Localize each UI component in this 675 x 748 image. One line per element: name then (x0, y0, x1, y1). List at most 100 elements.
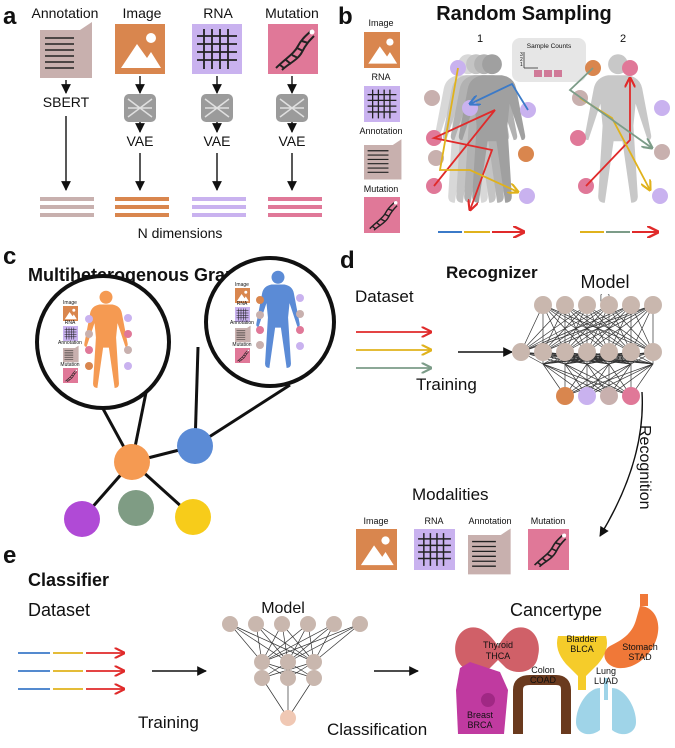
classifier-edge (261, 623, 335, 663)
classifier-node (280, 670, 296, 686)
graph-nodes (64, 428, 213, 537)
encoder-vae-mutation: VAE (279, 133, 306, 149)
rec-rna-icon (413, 528, 456, 571)
cancer-name-bladder: Bladder (566, 634, 597, 644)
cancer-code-stomach: STAD (628, 652, 652, 662)
inset-tick-1: 1 (520, 62, 523, 68)
figure-number-2: 2 (620, 33, 626, 45)
figure-number-1: 1 (477, 33, 483, 45)
embedding-image (115, 197, 169, 217)
graph-node-yellow (175, 499, 211, 535)
mini-label-rna: RNA (65, 320, 76, 326)
legend-rna-icon (363, 85, 401, 123)
classifier-edge (261, 623, 361, 663)
legend-label-rna: RNA (371, 72, 390, 82)
panel-letter-a: a (3, 3, 17, 30)
classifier-node (306, 654, 322, 670)
classifier-network-nodes (222, 616, 368, 726)
recognizer-node (534, 343, 552, 361)
classifier-node (300, 616, 316, 632)
embedding-mutation (268, 197, 322, 217)
patient-zoom-circle-1: Image RNA Annotation Mutation (35, 274, 171, 410)
classifier-edge (261, 623, 309, 663)
cancertype-title: Cancertype (510, 600, 602, 620)
recognizer-node (556, 387, 574, 405)
mini-label-annotation-2: Annotation (230, 320, 254, 326)
rec-modality-label-image: Image (363, 516, 388, 526)
graph-node-green (118, 490, 154, 526)
classifier-dataset-arrows (18, 653, 124, 689)
modalities-title: Modalities (412, 485, 489, 504)
recognizer-node (622, 296, 640, 314)
recognizer-edge (542, 351, 610, 365)
classifier-training-label: Training (138, 713, 199, 732)
recognition-label: Recognition (636, 425, 653, 510)
cancer-name-lung: Lung (596, 666, 616, 676)
legend-image-icon (364, 32, 400, 68)
legend-annotation-icon (363, 138, 403, 181)
mini-label-rna-2: RNA (237, 301, 248, 307)
classifier-node (280, 654, 296, 670)
recognizer-node (578, 296, 596, 314)
recognizer-edge (520, 304, 610, 353)
embedding-annotation (40, 197, 94, 217)
cancer-name-colon: Colon (531, 665, 555, 675)
embedding-rna (192, 197, 246, 217)
recognizer-node (622, 343, 640, 361)
rna-icon (191, 23, 243, 75)
thyroid-organ: Thyroid THCA (455, 627, 539, 672)
classifier-node (326, 616, 342, 632)
graph-node-blue (177, 428, 213, 464)
recognizer-dataset-label: Dataset (355, 287, 414, 306)
modality-title-mutation: Mutation (265, 5, 319, 21)
panel-letter-d: d (340, 247, 355, 274)
classifier-model-label: Model (261, 600, 305, 617)
classifier-edge (287, 623, 361, 663)
legend-mutation-icon (363, 196, 401, 234)
recognizer-edge (586, 363, 654, 397)
panel-title-recognizer: Recognizer (446, 263, 538, 282)
rec-image-icon (356, 529, 397, 570)
recognizer-node (556, 343, 574, 361)
rec-modality-label-rna: RNA (424, 516, 443, 526)
recognizer-edge (564, 304, 654, 353)
sampling-paths-1 (431, 67, 529, 210)
recognizer-edge (564, 363, 610, 397)
graph-node-purple (64, 501, 100, 537)
legend-label-image: Image (368, 18, 393, 28)
recognizer-node (600, 296, 618, 314)
panel-letter-c: c (3, 243, 16, 270)
recognizer-edge (586, 304, 654, 353)
cancer-code-bladder: BLCA (570, 644, 594, 654)
modality-title-annotation: Annotation (32, 5, 99, 21)
recognizer-edge (520, 304, 588, 353)
panel-letter-b: b (338, 3, 353, 30)
mutation-icon (267, 23, 319, 75)
recognizer-edge (608, 363, 654, 397)
recognizer-model-label: Model (580, 272, 629, 292)
inset-title: Sample Counts (527, 43, 572, 50)
encoder-vae-image: VAE (127, 133, 154, 149)
recognizer-edge (520, 304, 566, 353)
modality-title-image: Image (123, 5, 162, 21)
classification-label: Classification (327, 720, 427, 739)
patient-zoom-circle-2: Image RNA Annotation Mutation (204, 256, 336, 388)
panel-a: a Annotation Image RNA Mutation SBERT (3, 3, 322, 241)
cancer-code-colon: COAD (530, 675, 557, 685)
sample-counts-inset: Sample Counts 3 2 1 (512, 38, 586, 82)
recognizer-dataset-arrows (356, 332, 431, 368)
recognizer-node (600, 343, 618, 361)
vae-block-mutation (276, 94, 308, 122)
cancer-name-breast: Breast (467, 710, 494, 720)
classifier-edge (229, 623, 263, 663)
inset-tick-2: 2 (520, 57, 523, 63)
recognizer-node (600, 387, 618, 405)
rec-annotation-icon (467, 527, 512, 576)
cancer-name-stomach: Stomach (622, 642, 658, 652)
classifier-node (222, 616, 238, 632)
panel-d: d Recognizer Dataset Model [...] Trainin… (340, 247, 662, 576)
lung-organ: Lung LUAD (576, 666, 636, 735)
panel-b: b Random Sampling Image RNA Annotation M… (338, 3, 670, 233)
panel-c: c Multiheterogenous Graph Image RNA Anno… (3, 243, 336, 537)
